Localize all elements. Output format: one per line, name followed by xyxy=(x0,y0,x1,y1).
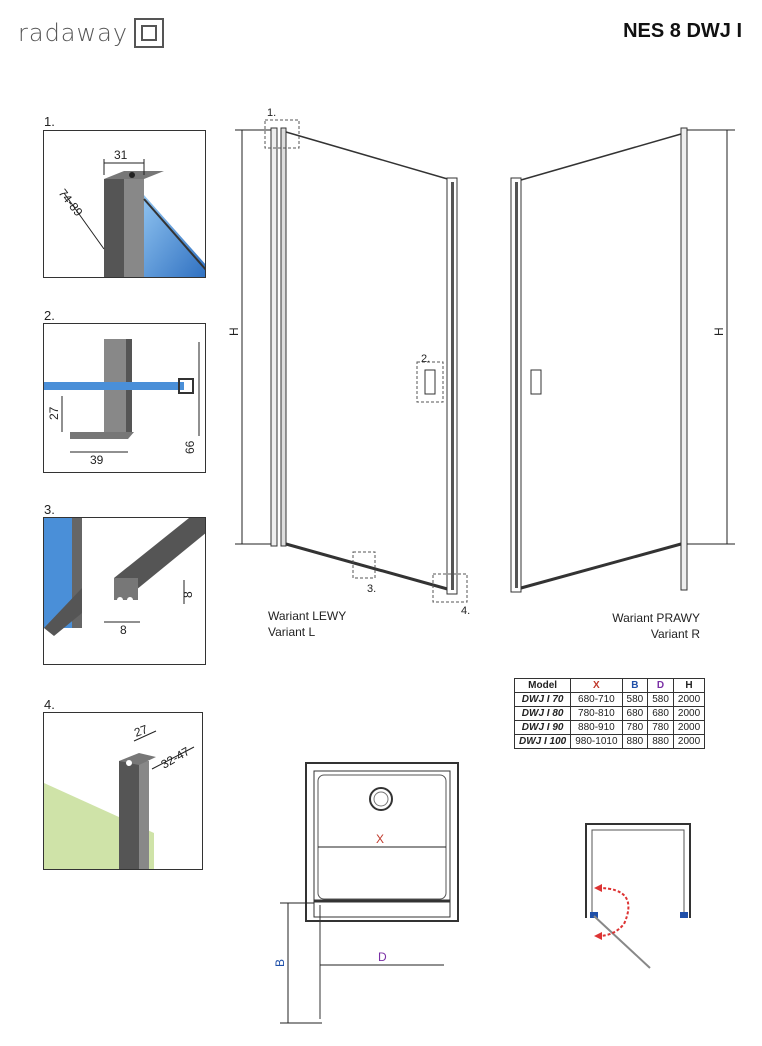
logo-square-icon xyxy=(134,18,165,48)
col-h: H xyxy=(672,678,706,693)
right-variant-door: H xyxy=(510,127,735,593)
dim-8-width: 8 xyxy=(120,623,127,637)
dim-31: 31 xyxy=(114,148,128,162)
left-variant-caption: Wariant LEWY Variant L xyxy=(268,608,346,640)
col-b: B xyxy=(621,678,649,693)
enclosure-plan xyxy=(585,823,691,918)
detail-4-label: 4. xyxy=(44,697,55,712)
detail-1-label: 1. xyxy=(44,114,55,129)
seal-profile xyxy=(178,378,194,394)
left-variant-door: 1. 2. 3. 4. H xyxy=(227,107,470,617)
callout-3: 3. xyxy=(367,583,376,595)
x-label: X xyxy=(376,832,384,846)
detail-4-panel: 27 32-47 xyxy=(43,712,203,870)
detail-1-panel: 31 74-89 xyxy=(43,130,206,278)
bottom-foot xyxy=(70,432,134,439)
brand-logo: radaway xyxy=(18,18,165,48)
profile-post xyxy=(104,179,124,277)
detail-3-label: 3. xyxy=(44,502,55,517)
door-handle xyxy=(424,369,436,395)
callout-2: 2. xyxy=(421,353,430,365)
enclosure-outline xyxy=(305,762,459,922)
hinge-pin xyxy=(129,172,135,178)
detail-3-panel: 8 8 xyxy=(43,517,206,665)
table-row: DWJ I 70 680-710 580 580 2000 xyxy=(513,692,706,707)
drain-icon xyxy=(369,787,393,811)
dim-27: 27 xyxy=(132,722,150,740)
profile-side xyxy=(124,179,144,277)
plan-view-drawing: X D B xyxy=(273,762,459,1024)
callout-4: 4. xyxy=(461,605,470,617)
seal-section xyxy=(114,578,138,600)
dim-74-89: 74-89 xyxy=(56,186,86,219)
spec-table-header: Model X B D H xyxy=(513,678,706,693)
height-label-right: H xyxy=(712,327,726,336)
dim-32-47: 32-47 xyxy=(159,744,193,772)
b-label: B xyxy=(273,959,287,967)
detail-4-drawing: 27 32-47 xyxy=(44,722,195,869)
left-variant-line1: Wariant LEWY xyxy=(268,609,347,623)
table-row: DWJ I 90 880-910 780 780 2000 xyxy=(513,720,706,735)
detail-2-panel: 27 39 66 xyxy=(43,323,206,473)
detail-2-label: 2. xyxy=(44,308,55,323)
detail-2-drawing: 27 39 66 xyxy=(44,339,200,467)
d-label: D xyxy=(378,950,387,964)
dim-39: 39 xyxy=(90,453,104,467)
detail-1-drawing: 31 74-89 xyxy=(56,148,205,277)
dim-66: 66 xyxy=(183,440,197,454)
dim-8-height: 8 xyxy=(181,591,195,598)
right-variant-line2: Variant R xyxy=(650,627,700,641)
col-d: D xyxy=(647,678,674,693)
door-handle xyxy=(530,369,542,395)
table-row: DWJ I 100 980-1010 880 880 2000 xyxy=(513,734,706,749)
front-views-drawing: 1. 2. 3. 4. H H xyxy=(227,107,735,617)
swing-diagram xyxy=(585,823,691,969)
spec-table: Model X B D H DWJ I 70 680-710 580 580 2… xyxy=(513,678,706,749)
callout-1: 1. xyxy=(267,107,276,119)
dim-27: 27 xyxy=(47,406,61,420)
glass-edge xyxy=(44,382,184,390)
glass-pane xyxy=(144,195,205,277)
table-row: DWJ I 80 780-810 680 680 2000 xyxy=(513,706,706,721)
seal-strip xyxy=(114,518,205,590)
swing-arc-icon xyxy=(597,887,630,937)
wall-profile xyxy=(119,761,139,869)
height-label-left: H xyxy=(227,327,241,336)
col-model: Model xyxy=(513,678,572,693)
right-variant-caption: Wariant PRAWY Variant R xyxy=(560,610,700,642)
detail-3-drawing: 8 8 xyxy=(44,518,205,637)
left-variant-line2: Variant L xyxy=(268,625,316,639)
model-title: NES 8 DWJ I xyxy=(623,20,742,42)
col-x: X xyxy=(570,678,623,693)
logo-text: radaway xyxy=(18,19,129,47)
right-variant-line1: Wariant PRAWY xyxy=(612,611,700,625)
shower-tray xyxy=(313,770,451,918)
door-swing-line xyxy=(593,915,651,969)
